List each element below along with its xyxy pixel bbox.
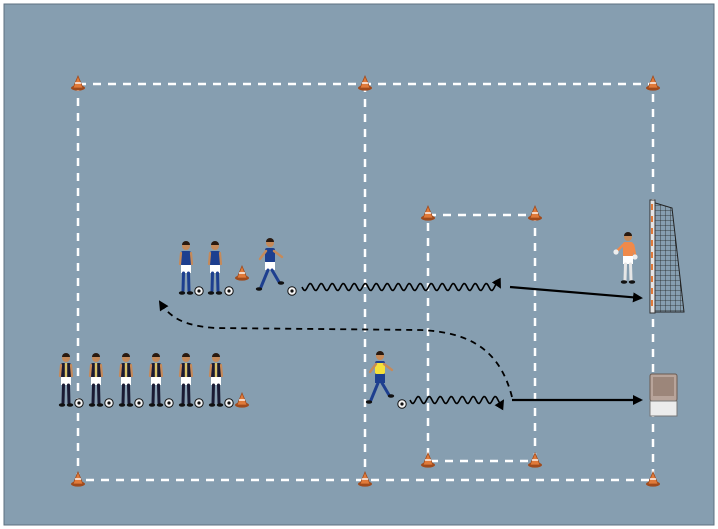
player-icon [58, 353, 74, 407]
player-icon [118, 353, 134, 407]
cone-icon [421, 204, 435, 221]
cone-icon [358, 74, 372, 91]
blue-shot-arrow [509, 285, 643, 303]
blue-dribble-path [301, 277, 501, 292]
cone-icon [646, 74, 660, 91]
ball-icon [194, 398, 204, 408]
ball-icon [164, 398, 174, 408]
cone-icon [528, 204, 542, 221]
ball-icon [194, 286, 204, 296]
player-icon [365, 351, 395, 404]
cone-icon [528, 451, 542, 468]
cone-icon [235, 391, 249, 408]
cone-icon [646, 470, 660, 487]
ball-icon [224, 398, 234, 408]
player-icon [207, 241, 223, 295]
inner-box-line [426, 213, 537, 463]
player-icon [255, 238, 285, 291]
player-icon [178, 241, 194, 295]
player-icon [88, 353, 104, 407]
player-icon [148, 353, 164, 407]
cone-icon [421, 451, 435, 468]
ball-icon [287, 286, 297, 296]
goalkeeper-icon [613, 232, 638, 284]
player-icon [208, 353, 224, 407]
goal-icon [649, 199, 685, 314]
ball-icon [104, 398, 114, 408]
ball-icon [224, 286, 234, 296]
recovery-run-path [158, 300, 513, 398]
yellow-dribble-path [409, 395, 505, 411]
cone-icon [235, 264, 249, 281]
ball-icon [397, 399, 407, 409]
cone-icon [71, 74, 85, 91]
ball-icon [134, 398, 144, 408]
player-icon [178, 353, 194, 407]
cone-icon [358, 470, 372, 487]
ball-icon [74, 398, 84, 408]
mini-goal-icon [649, 373, 678, 417]
pitch-area [3, 3, 715, 526]
cone-icon [71, 470, 85, 487]
